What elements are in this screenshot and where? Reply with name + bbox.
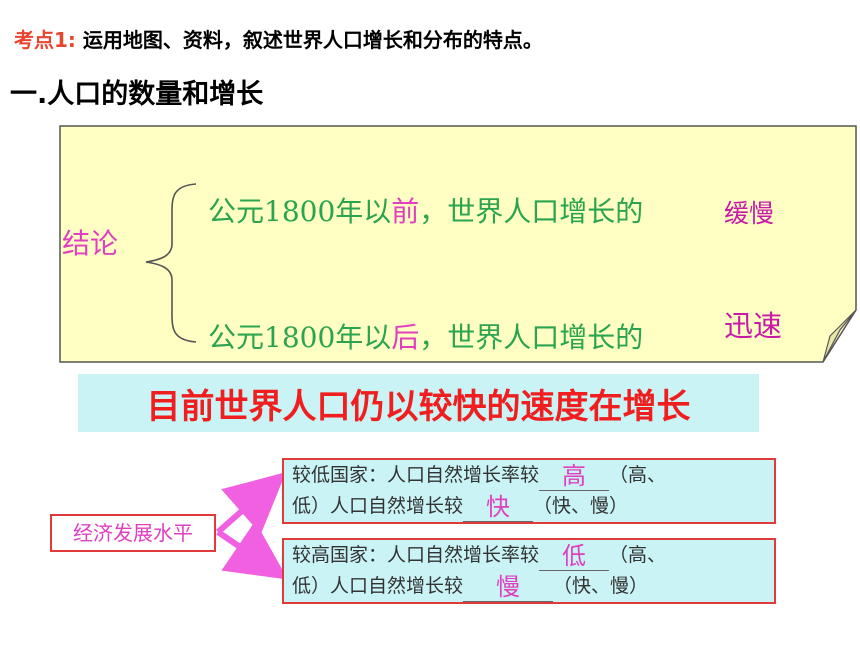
conclusion-line-1: 公元1800年以前，世界人口增长的	[208, 195, 644, 228]
low-box-line-1: 较低国家：人口自然增长率较高 （高、	[292, 460, 667, 491]
growth-banner: 目前世界人口仍以较快的速度在增长	[78, 374, 759, 432]
high-box-line-1: 较高国家：人口自然增长率较低 （高、	[292, 540, 667, 571]
section-title: 一.人口的数量和增长	[10, 79, 264, 110]
answer-blank: 慢	[463, 571, 554, 602]
arrow-down-icon	[216, 520, 288, 580]
conclusion-label: 结论	[62, 227, 119, 260]
answer-blank: 高	[539, 460, 610, 491]
answer-fast: 迅速	[724, 309, 783, 343]
answer-blank: 快	[463, 491, 534, 522]
key-point-heading: 考点1: 运用地图、资料，叙述世界人口增长和分布的特点。	[14, 24, 543, 53]
high-development-box: 较高国家：人口自然增长率较低 （高、 低）人口自然增长较慢 （快、慢）	[282, 538, 776, 604]
high-box-line-2: 低）人口自然增长较慢 （快、慢）	[292, 571, 649, 602]
arrow-up-icon	[216, 472, 287, 535]
low-box-line-2: 低）人口自然增长较快 （快、慢）	[292, 491, 629, 522]
low-development-box: 较低国家：人口自然增长率较高 （高、 低）人口自然增长较快 （快、慢）	[282, 458, 776, 524]
key-point-label: 考点1:	[14, 28, 76, 52]
conclusion-line-2: 公元1800年以后，世界人口增长的	[208, 321, 644, 354]
key-point-text: 运用地图、资料，叙述世界人口增长和分布的特点。	[82, 28, 543, 52]
answer-slow: 缓慢	[724, 199, 775, 228]
answer-blank: 低	[539, 540, 610, 571]
economy-level-box: 经济发展水平	[50, 514, 216, 552]
